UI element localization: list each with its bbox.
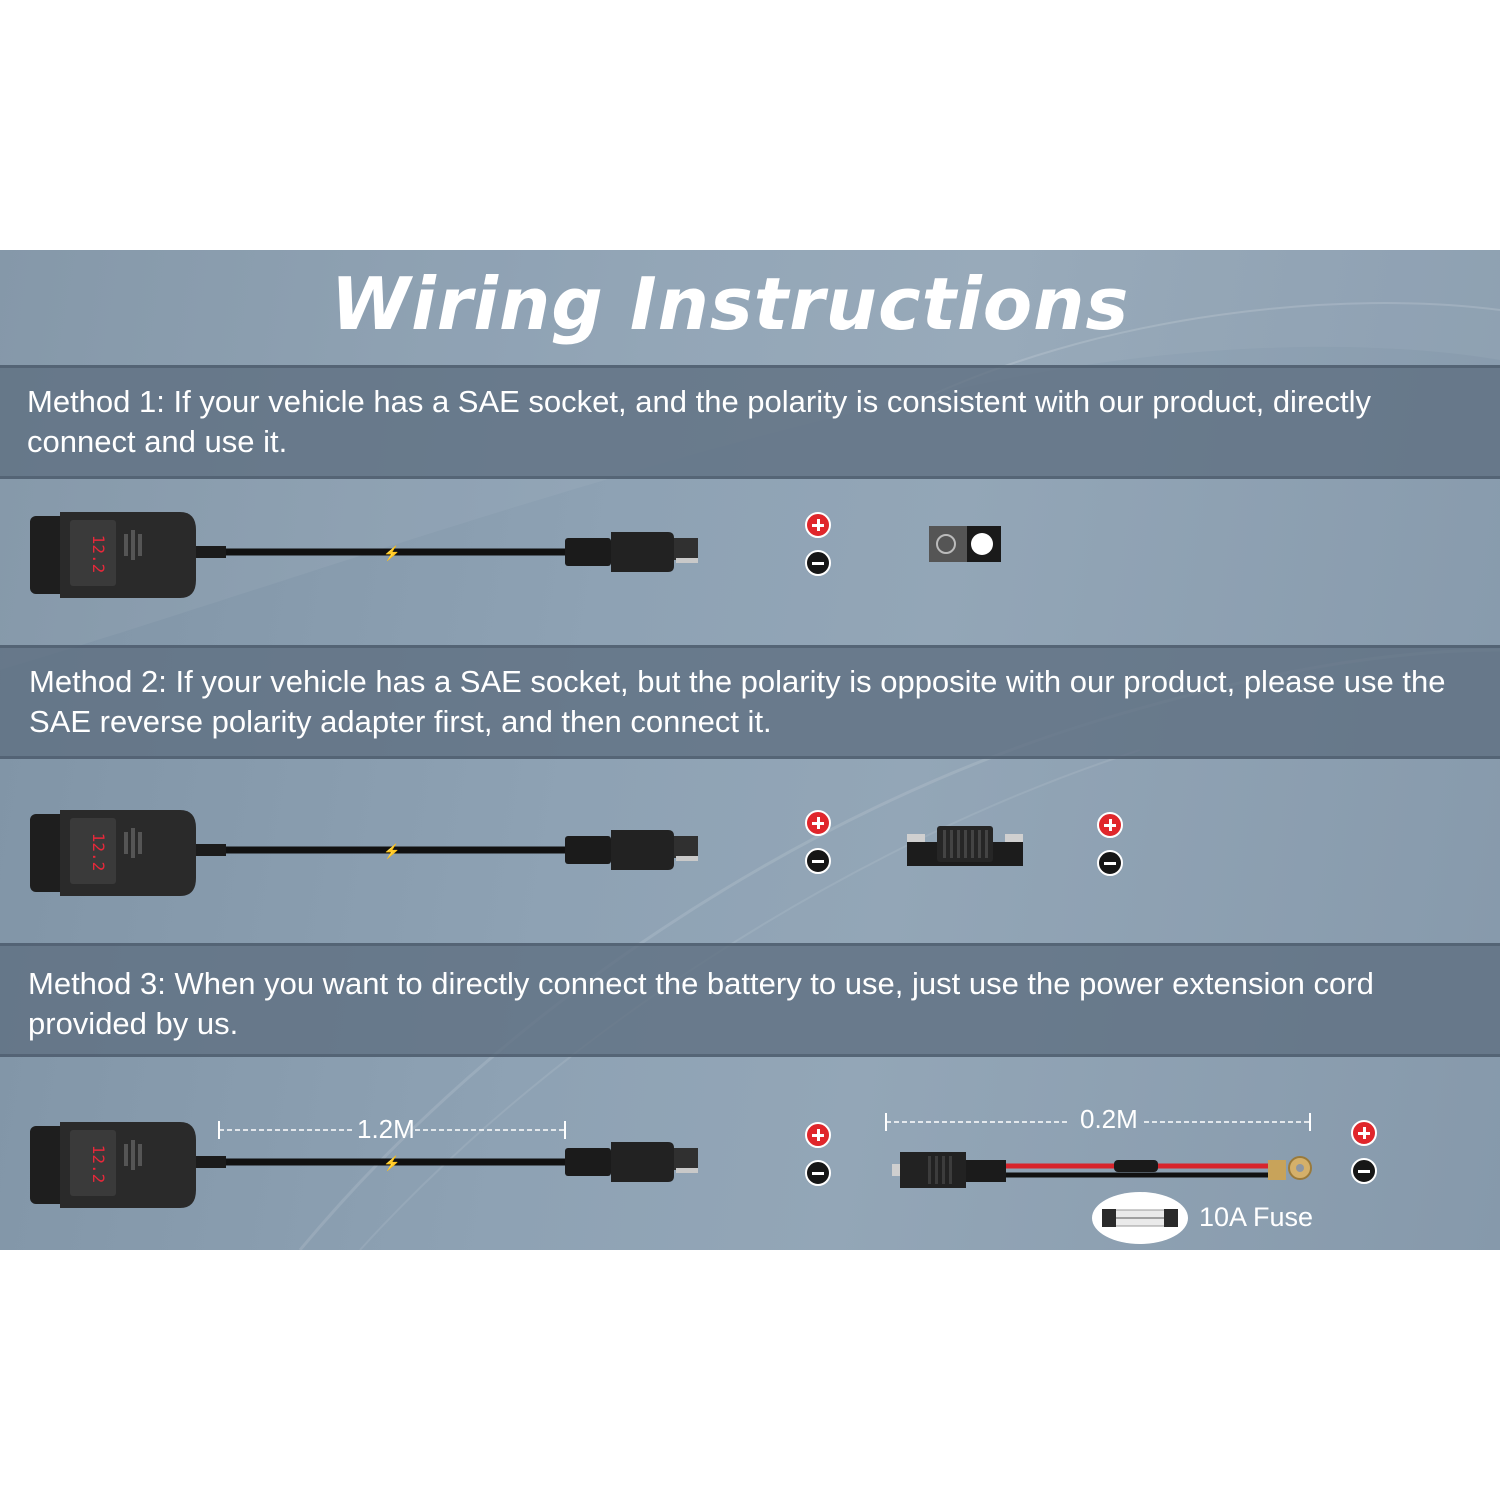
method-3-band: Method 3: When you want to directly conn…	[0, 943, 1500, 1057]
method-2-diagram: 12.2 ⚡	[0, 798, 1500, 918]
fuse-label: 10A Fuse	[1199, 1202, 1314, 1232]
wiring-panel: Wiring Instructions Method 1: If your ve…	[0, 250, 1500, 1250]
voltmeter-socket-cable: 12.2 ⚡	[30, 512, 698, 598]
positive-icon	[1097, 812, 1123, 838]
voltmeter-display: 12.2	[89, 1145, 108, 1184]
cord-length-dimension	[218, 1121, 566, 1139]
sae-plug-face-icon	[929, 526, 1001, 562]
method-2-band: Method 2: If your vehicle has a SAE sock…	[0, 645, 1500, 759]
positive-icon	[805, 1122, 831, 1148]
voltmeter-socket-cable: 12.2 ⚡	[30, 810, 698, 896]
svg-text:⚡: ⚡	[383, 843, 400, 860]
method-1-diagram: 12.2 ⚡	[0, 500, 1500, 620]
positive-icon	[1351, 1120, 1377, 1146]
method-1-text: Method 1: If your vehicle has a SAE sock…	[27, 384, 1372, 459]
voltmeter-display: 12.2	[89, 833, 108, 872]
voltmeter-socket-cable: 12.2 ⚡	[30, 1122, 698, 1208]
method-3-text: Method 3: When you want to directly conn…	[28, 966, 1374, 1041]
extension-length-label: 0.2M	[1080, 1104, 1138, 1134]
positive-icon	[805, 512, 831, 538]
sae-reverse-polarity-adapter	[907, 826, 1023, 866]
fuse-callout	[1092, 1192, 1188, 1244]
method-1-band: Method 1: If your vehicle has a SAE sock…	[0, 365, 1500, 479]
svg-text:⚡: ⚡	[383, 545, 400, 562]
negative-icon	[1097, 850, 1123, 876]
voltmeter-display: 12.2	[89, 535, 108, 574]
negative-icon	[805, 848, 831, 874]
negative-icon	[805, 550, 831, 576]
positive-icon	[805, 810, 831, 836]
negative-icon	[1351, 1158, 1377, 1184]
extension-length-dimension	[885, 1113, 1311, 1131]
page-title: Wiring Instructions	[330, 262, 1130, 346]
svg-text:⚡: ⚡	[383, 1155, 400, 1172]
method-2-text: Method 2: If your vehicle has a SAE sock…	[29, 664, 1446, 739]
cord-length-label: 1.2M	[357, 1114, 415, 1144]
method-3-diagram: 12.2 ⚡ 1.2M 0.2M	[0, 1104, 1500, 1250]
negative-icon	[805, 1160, 831, 1186]
power-extension-cord	[892, 1152, 1312, 1188]
